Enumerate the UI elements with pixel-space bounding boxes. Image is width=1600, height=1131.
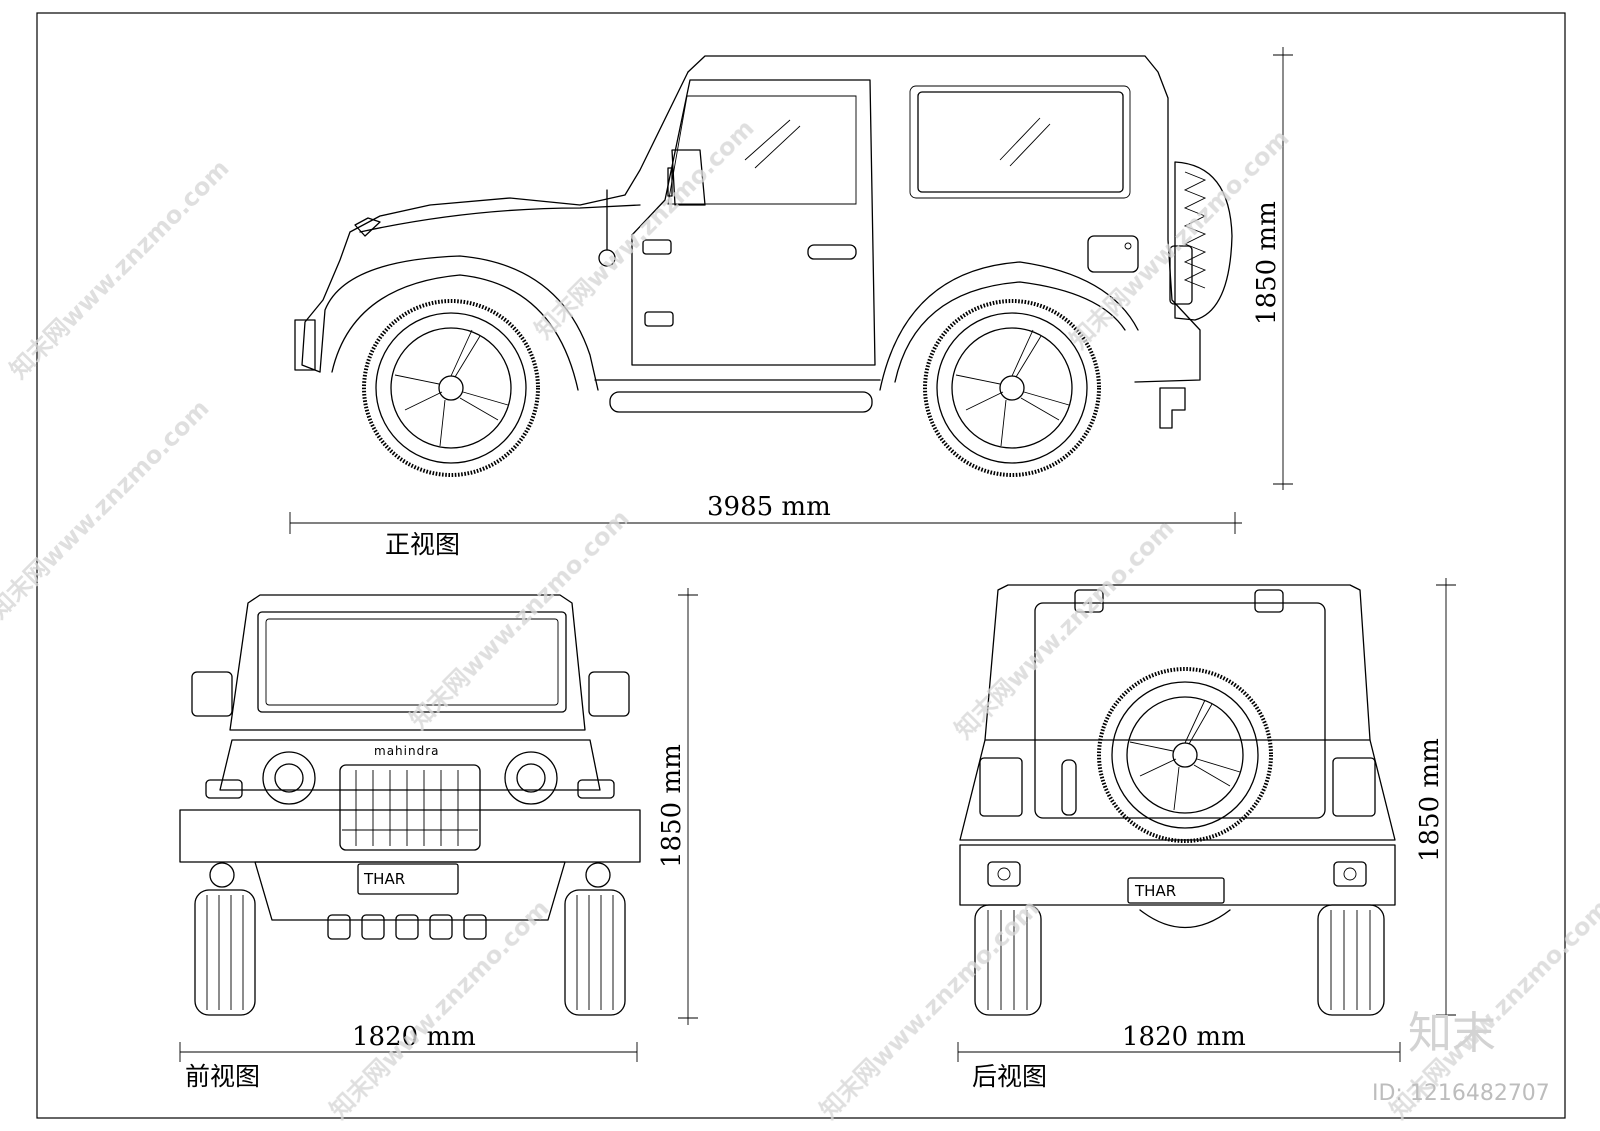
watermark-id: ID: 1216482707 xyxy=(1372,1081,1550,1106)
watermark-text: 知末网www.znzmo.com xyxy=(4,154,234,384)
watermark-text: 知末网www.znzmo.com xyxy=(949,514,1179,744)
rear-height-label: 1850 mm xyxy=(1415,738,1445,862)
front-plate-text: THAR xyxy=(363,870,405,888)
side-height-label: 1850 mm xyxy=(1252,201,1282,325)
side-length-label: 3985 mm xyxy=(707,492,831,522)
front-height-label: 1850 mm xyxy=(657,744,687,868)
watermark-text: 知末网www.znzmo.com xyxy=(0,394,215,624)
side-view: 3985 mm 1850 mm 正视图 xyxy=(289,47,1293,559)
watermark-text: 知末网www.znzmo.com xyxy=(529,114,759,344)
rear-view: THAR 1820 mm 1850 mm 后视图 xyxy=(957,578,1456,1091)
front-view: mahindra THAR 1820 mm xyxy=(179,588,698,1091)
side-view-title: 正视图 xyxy=(385,530,460,559)
rear-view-title: 后视图 xyxy=(972,1062,1047,1091)
drawing-border xyxy=(36,12,1566,1119)
watermark-logo: 知末 xyxy=(1408,1008,1496,1059)
watermark-layer: 知末网www.znzmo.com 知末网www.znzmo.com 知末网www… xyxy=(0,114,1600,1124)
front-brand-text: mahindra xyxy=(374,744,440,758)
front-view-title: 前视图 xyxy=(185,1062,260,1091)
front-wheel xyxy=(362,299,540,477)
front-width-label: 1820 mm xyxy=(352,1022,476,1052)
rear-width-label: 1820 mm xyxy=(1122,1022,1246,1052)
rear-wheel xyxy=(923,299,1101,477)
spare-tire xyxy=(1097,667,1273,843)
watermark-text: 知末网www.znzmo.com xyxy=(324,894,554,1124)
rear-plate-text: THAR xyxy=(1134,882,1176,900)
